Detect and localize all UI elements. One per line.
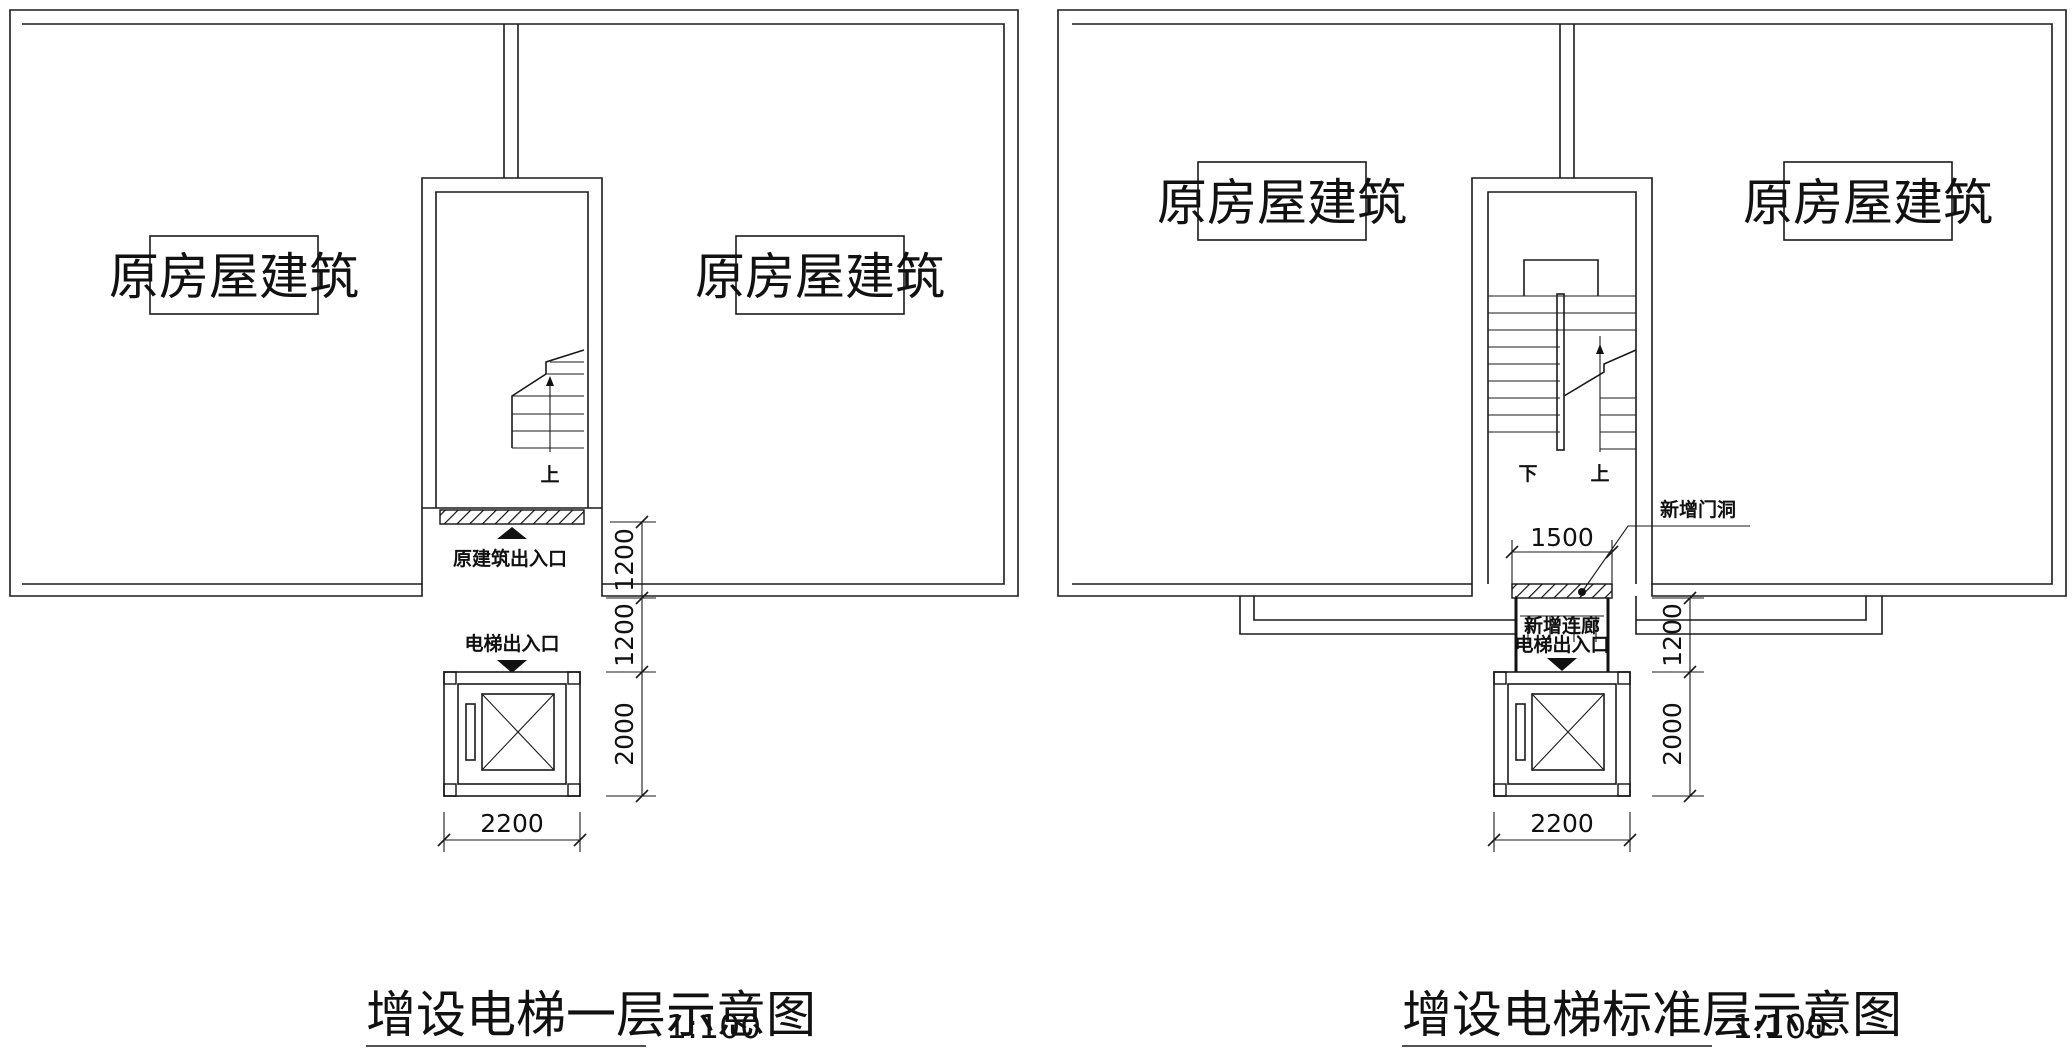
entrance-arrow xyxy=(497,527,527,539)
dim-1200: 1200 xyxy=(1658,603,1687,667)
dim-1500: 1500 xyxy=(1530,523,1594,552)
original-entrance-label: 原建筑出入口 xyxy=(453,547,567,570)
plan-ground-scale: 1:100 xyxy=(666,1007,761,1046)
elevator-counterweight xyxy=(1515,703,1526,761)
elevator-car xyxy=(481,693,555,771)
dimension-door: 1500 xyxy=(1505,523,1619,590)
stairwell-wall-inner xyxy=(1487,191,1637,584)
stair-up-label: 上 xyxy=(540,464,559,486)
plan-ground-floor: 原房屋建筑 原房屋建筑 上 原建筑出入口 电梯出入口 xyxy=(9,9,1019,1047)
room-label-right: 原房屋建筑 xyxy=(1743,161,1993,241)
stairwell-wall-inner xyxy=(435,191,589,508)
room-label-left: 原房屋建筑 xyxy=(1157,161,1407,241)
ledge-right-inner xyxy=(1636,596,1867,621)
room-label-text: 原房屋建筑 xyxy=(695,248,945,306)
plan-standard-floor: 原房屋建筑 原房屋建筑 下 上 xyxy=(1057,9,2067,1047)
entrance-threshold xyxy=(439,509,585,525)
dim-2000: 2000 xyxy=(1658,702,1687,766)
room-label-text: 原房屋建筑 xyxy=(1157,174,1407,232)
new-door-note: 新增门洞 xyxy=(1660,498,1736,521)
elevator-shaft xyxy=(443,671,581,797)
ledge-left-inner xyxy=(1253,596,1516,621)
room-label-text: 原房屋建筑 xyxy=(109,248,359,306)
dim-2200: 2200 xyxy=(480,809,544,838)
dimension-horizontal: 2200 xyxy=(437,809,587,852)
elevator-entrance-label: 电梯出入口 xyxy=(464,632,559,655)
new-door-threshold xyxy=(1511,583,1613,599)
dimension-horizontal: 2200 xyxy=(1487,809,1637,852)
dim-1200-a: 1200 xyxy=(610,528,639,592)
leader-line xyxy=(1581,525,1750,593)
stair-up-arrow xyxy=(1596,344,1604,354)
elevator-entrance-arrow xyxy=(497,660,527,673)
stair-up-arrow xyxy=(546,376,554,386)
stair-up-label: 上 xyxy=(1590,463,1609,485)
dim-1200-b: 1200 xyxy=(610,603,639,667)
plan-standard-title: 增设电梯标准层示意图 xyxy=(1402,986,1902,1044)
room-label-text: 原房屋建筑 xyxy=(1743,174,1993,232)
plan-standard-scale: 1:100 xyxy=(1732,1007,1827,1046)
elevator-car xyxy=(1531,693,1605,771)
elevator-entrance-label: 电梯出入口 xyxy=(1514,633,1609,656)
elevator-entrance-arrow xyxy=(1547,658,1577,671)
room-label-right: 原房屋建筑 xyxy=(695,235,945,315)
building-outline-outer xyxy=(9,9,1019,597)
building-outline-outer xyxy=(1057,9,2067,597)
ledge-right xyxy=(1635,596,1883,635)
new-corridor: 新增连廊 电梯出入口 xyxy=(1514,598,1610,672)
stair-symbol: 下 上 xyxy=(1488,259,1637,485)
dimension-vertical: 1200 2000 xyxy=(1652,591,1704,803)
corridor-note: 新增连廊 xyxy=(1524,614,1600,637)
dim-2200: 2200 xyxy=(1530,809,1594,838)
stair-symbol: 上 xyxy=(511,349,585,486)
elevator-shaft xyxy=(1493,671,1631,797)
elevator-counterweight xyxy=(465,703,476,761)
stair-handrail xyxy=(1556,293,1565,451)
dimension-vertical: 1200 1200 2000 xyxy=(606,515,656,803)
building-outline-inner xyxy=(1072,23,2053,585)
plan-ground-title: 增设电梯一层示意图 xyxy=(366,986,816,1044)
room-label-left: 原房屋建筑 xyxy=(109,235,359,315)
ledge-left xyxy=(1239,596,1517,635)
dim-2000: 2000 xyxy=(610,702,639,766)
building-outline-inner xyxy=(22,23,1005,585)
stair-down-label: 下 xyxy=(1518,463,1537,485)
